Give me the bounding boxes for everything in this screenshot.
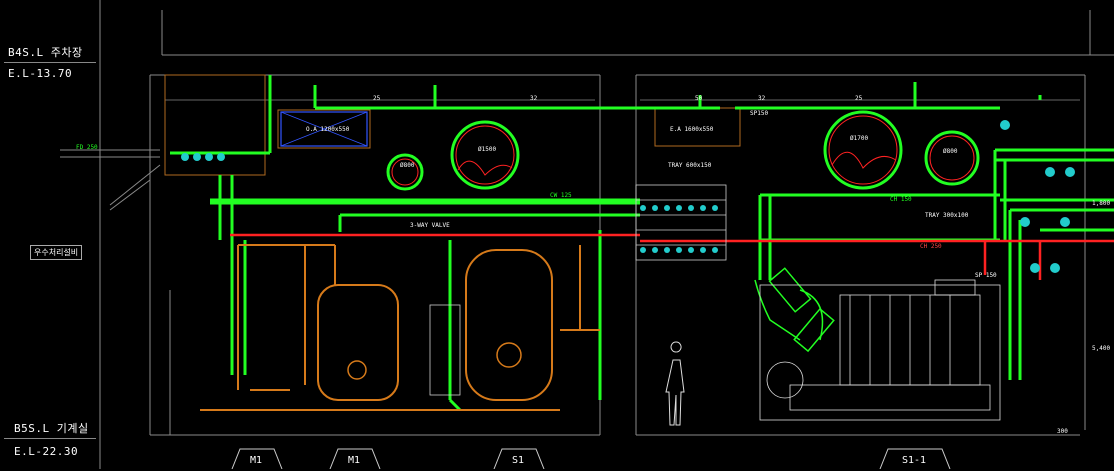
oa-duct-label: O.A 1200x550	[306, 126, 350, 133]
tray-label-1: TRAY 300x100	[925, 212, 969, 219]
valve-label: 3-WAY VALVE	[410, 222, 450, 229]
dim-right-3: 300	[1057, 428, 1068, 435]
dim-right-1: 1,800	[1092, 200, 1111, 207]
section-mark-shapes	[231, 448, 951, 469]
room-label: 우수처리설비	[30, 245, 83, 260]
orange-pipes	[200, 244, 600, 411]
round-ducts	[386, 110, 980, 191]
valve-bank	[635, 184, 727, 261]
level-b4-line	[4, 62, 96, 63]
tanks	[317, 249, 553, 401]
duct-outlines	[164, 74, 741, 176]
level-b5-line	[4, 438, 96, 439]
human-figure	[665, 341, 685, 426]
fd-pipe-label: FD 250	[76, 144, 98, 151]
level-b4-name: B4S.L 주차장	[8, 46, 83, 59]
round-duct-3-label: Ø800	[400, 162, 415, 169]
round-duct-4-label: Ø800	[943, 148, 958, 155]
dim-top-1: 25	[373, 95, 381, 102]
level-b4-elevation: E.L-13.70	[8, 67, 73, 80]
chiller	[759, 279, 1001, 421]
pipe-label-ch250: CH 250	[920, 243, 942, 250]
dim-top-5: 25	[855, 95, 863, 102]
dim-top-3: 50	[695, 95, 703, 102]
sp-label: SP150	[750, 110, 769, 117]
pipe-label-cw: CW 125	[550, 192, 572, 199]
section-mark-2: M1	[347, 455, 361, 466]
red-pipe	[230, 233, 1114, 280]
dim-top-4: 32	[758, 95, 766, 102]
dim-top-2: 32	[530, 95, 538, 102]
tray-label-2: TRAY 600x150	[668, 162, 712, 169]
section-mark-4: S1-1	[901, 455, 927, 466]
dim-right-2: 5,400	[1092, 345, 1111, 352]
level-b5-name: B5S.L 기계실	[14, 422, 89, 435]
section-mark-3: S1	[511, 455, 525, 466]
pipe-label-ch150: CH 150	[890, 196, 912, 203]
level-b5-elevation: E.L-22.30	[14, 445, 79, 458]
section-mark-1: M1	[249, 455, 263, 466]
round-duct-2-label: Ø1700	[850, 135, 869, 142]
sp-pipe-label: SP 150	[975, 272, 997, 279]
oa-duct	[280, 111, 368, 147]
ea-duct-label: E.A 1600x550	[670, 126, 714, 133]
round-duct-1-label: Ø1500	[478, 146, 497, 153]
